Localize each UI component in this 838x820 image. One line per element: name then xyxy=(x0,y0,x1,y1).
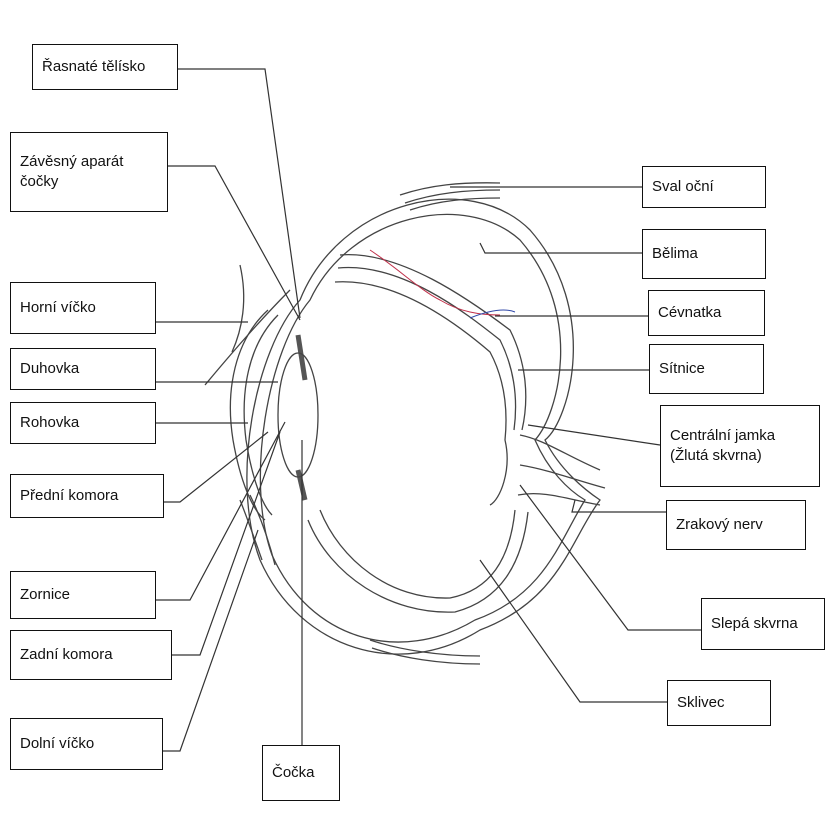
label-rohovka: Rohovka xyxy=(10,402,156,444)
label-zavesny-text-1: Závěsný aparát xyxy=(20,152,167,172)
label-centralni-jamka: Centrální jamka(Žlutá skvrna) xyxy=(660,405,820,487)
label-zadni-komora-text: Zadní komora xyxy=(20,645,171,665)
upper-eyelid xyxy=(232,265,244,352)
leader-centralni xyxy=(528,425,660,445)
choroid-line xyxy=(340,255,526,430)
label-predni-komora: Přední komora xyxy=(10,474,164,518)
label-cevnatka-text: Cévnatka xyxy=(658,303,764,323)
label-rasnate-text: Řasnaté tělísko xyxy=(42,57,177,77)
leader-predni-komora xyxy=(163,432,268,502)
label-cocka: Čočka xyxy=(262,745,340,801)
label-rasnate-teliisko: Řasnaté tělísko xyxy=(32,44,178,90)
label-duhovka-text: Duhovka xyxy=(20,359,155,379)
label-belima: Bělima xyxy=(642,229,766,279)
label-sitnice-text: Sítnice xyxy=(659,359,763,379)
label-sval-text: Sval oční xyxy=(652,177,765,197)
label-dolni-vicko-text: Dolní víčko xyxy=(20,734,162,754)
label-sklivec: Sklivec xyxy=(667,680,771,726)
label-horni-vicko: Horní víčko xyxy=(10,282,156,334)
retina-line-3 xyxy=(308,512,528,612)
retina-line xyxy=(335,282,507,505)
upper-eyelid-2 xyxy=(205,290,290,385)
label-zornice-text: Zornice xyxy=(20,585,155,605)
label-centralni-text-1: Centrální jamka xyxy=(670,426,819,446)
leader-sklivec xyxy=(480,560,667,702)
leader-belima xyxy=(480,243,642,253)
label-zadni-komora: Zadní komora xyxy=(10,630,172,680)
ciliary-body-top xyxy=(298,335,305,380)
label-duhovka: Duhovka xyxy=(10,348,156,390)
optic-nerve-top xyxy=(520,435,600,470)
label-zrakovy-nerv: Zrakový nerv xyxy=(666,500,806,550)
label-zornice: Zornice xyxy=(10,571,156,619)
label-rohovka-text: Rohovka xyxy=(20,413,155,433)
label-zavesny-text-2: čočky xyxy=(20,172,167,192)
leader-zavesny xyxy=(167,166,300,320)
optic-nerve-mid xyxy=(520,465,605,488)
label-dolni-vicko: Dolní víčko xyxy=(10,718,163,770)
lens xyxy=(278,353,318,477)
label-zrakovy-nerv-text: Zrakový nerv xyxy=(676,515,805,535)
label-slepa-skvrna-text: Slepá skvrna xyxy=(711,614,824,634)
label-centralni-text-2: (Žlutá skvrna) xyxy=(670,446,819,466)
label-belima-text: Bělima xyxy=(652,244,765,264)
label-sitnice: Sítnice xyxy=(649,344,764,394)
label-sval-ocni: Sval oční xyxy=(642,166,766,208)
leader-zornice xyxy=(155,422,285,600)
retina-line-2 xyxy=(320,510,515,598)
leader-rasnate xyxy=(177,69,300,318)
label-horni-vicko-text: Horní víčko xyxy=(20,298,155,318)
vessel-red xyxy=(370,250,500,315)
label-predni-komora-text: Přední komora xyxy=(20,486,163,506)
label-cevnatka: Cévnatka xyxy=(648,290,765,336)
sclera-outer xyxy=(247,199,600,654)
label-sklivec-text: Sklivec xyxy=(677,693,770,713)
sclera-inner xyxy=(260,214,585,642)
label-cocka-text: Čočka xyxy=(272,763,339,783)
label-slepa-skvrna: Slepá skvrna xyxy=(701,598,825,650)
